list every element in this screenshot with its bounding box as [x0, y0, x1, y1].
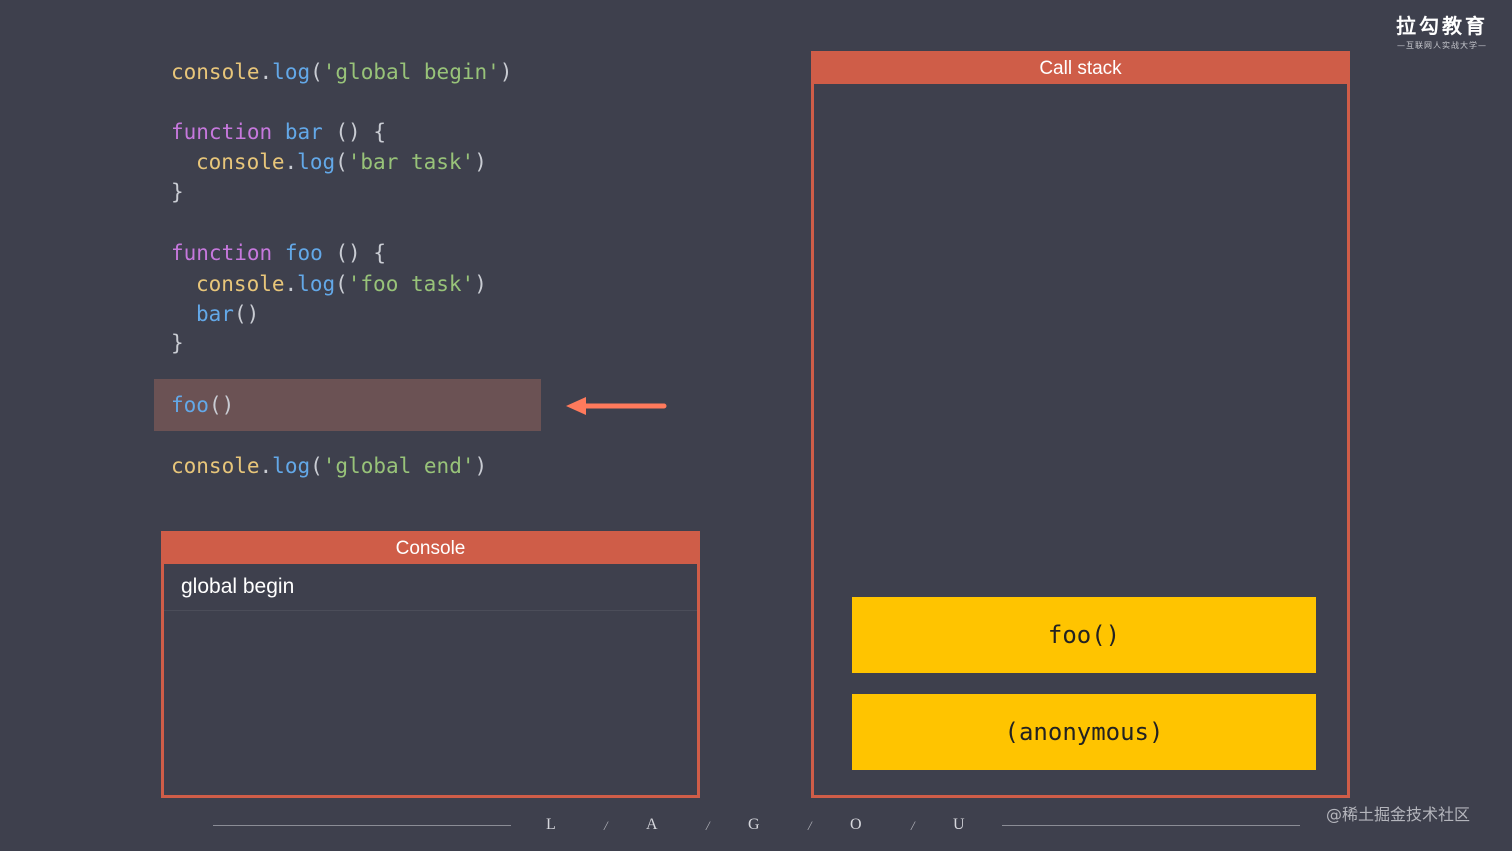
code-token: 'global end' [322, 454, 475, 478]
code-token: ) [474, 454, 488, 478]
current-line-highlight [154, 379, 541, 431]
code-token: ) [499, 60, 513, 84]
logo-text: 拉勾教育 [1396, 14, 1488, 38]
code-token: 'foo task' [347, 272, 475, 296]
brand-logo: 拉勾教育 —互联网人实战大学— [1390, 12, 1494, 52]
stack-frame: (anonymous) [852, 694, 1316, 770]
code-token: console [196, 150, 285, 174]
code-token: log [272, 454, 311, 478]
logo-tagline: —互联网人实战大学— [1397, 41, 1487, 50]
code-token: . [259, 454, 273, 478]
code-line-10: console.log('global end') [171, 451, 487, 481]
code-line-9: foo() [171, 390, 234, 420]
code-line-6: console.log('foo task') [171, 269, 487, 299]
code-token: ( [310, 60, 323, 84]
code-token: } [171, 331, 184, 355]
code-listing: console.log('global begin') function bar… [171, 57, 512, 537]
call-stack-title: Call stack [814, 54, 1347, 84]
code-token: ( [335, 272, 348, 296]
code-token: () [233, 302, 260, 326]
console-panel: Console global begin [161, 531, 700, 798]
code-token: foo [284, 241, 323, 265]
code-token: foo [171, 393, 209, 417]
console-title: Console [164, 534, 697, 564]
code-token: function [171, 120, 273, 144]
watermark-text: @稀土掘金技术社区 [1326, 805, 1471, 824]
code-token: ( [310, 454, 323, 478]
footer-letter: U [953, 816, 965, 833]
stack-frame: foo() [852, 597, 1316, 673]
footer-separator: / [604, 818, 608, 833]
code-token: log [297, 272, 336, 296]
code-token: bar [196, 302, 234, 326]
footer-divider [213, 825, 511, 826]
code-line-5: function foo () { [171, 238, 386, 268]
footer-separator: / [706, 818, 710, 833]
code-token: log [297, 150, 336, 174]
code-token: log [272, 60, 311, 84]
code-token: . [284, 150, 298, 174]
footer-letter: G [748, 816, 760, 833]
code-token: . [284, 272, 298, 296]
code-token: function [171, 241, 273, 265]
code-line-1: console.log('global begin') [171, 57, 512, 87]
code-token: } [171, 180, 184, 204]
code-line-7: bar() [171, 299, 259, 329]
code-token: () { [322, 241, 386, 265]
footer-letter: O [850, 816, 862, 833]
code-line-8: } [171, 328, 184, 358]
code-token: console [171, 60, 260, 84]
code-token: 'bar task' [347, 150, 475, 174]
footer-separator: / [808, 818, 812, 833]
code-token: () [208, 393, 235, 417]
code-token: 'global begin' [322, 60, 500, 84]
code-token: ) [474, 272, 487, 296]
code-token: ( [335, 150, 348, 174]
footer-separator: / [911, 818, 915, 833]
arrow-left-icon [566, 397, 667, 415]
code-token: console [171, 454, 260, 478]
footer-letter: L [546, 816, 556, 833]
code-token: () { [322, 120, 386, 144]
code-token: bar [284, 120, 323, 144]
console-output-line: global begin [164, 564, 697, 611]
code-line-2: function bar () { [171, 117, 386, 147]
code-token: console [196, 272, 285, 296]
footer-divider [1002, 825, 1300, 826]
code-line-3: console.log('bar task') [171, 147, 487, 177]
code-token: ) [474, 150, 487, 174]
code-line-4: } [171, 177, 184, 207]
code-token: . [259, 60, 273, 84]
call-stack-panel: Call stack foo() (anonymous) [811, 51, 1350, 798]
footer-letter: A [646, 816, 658, 833]
